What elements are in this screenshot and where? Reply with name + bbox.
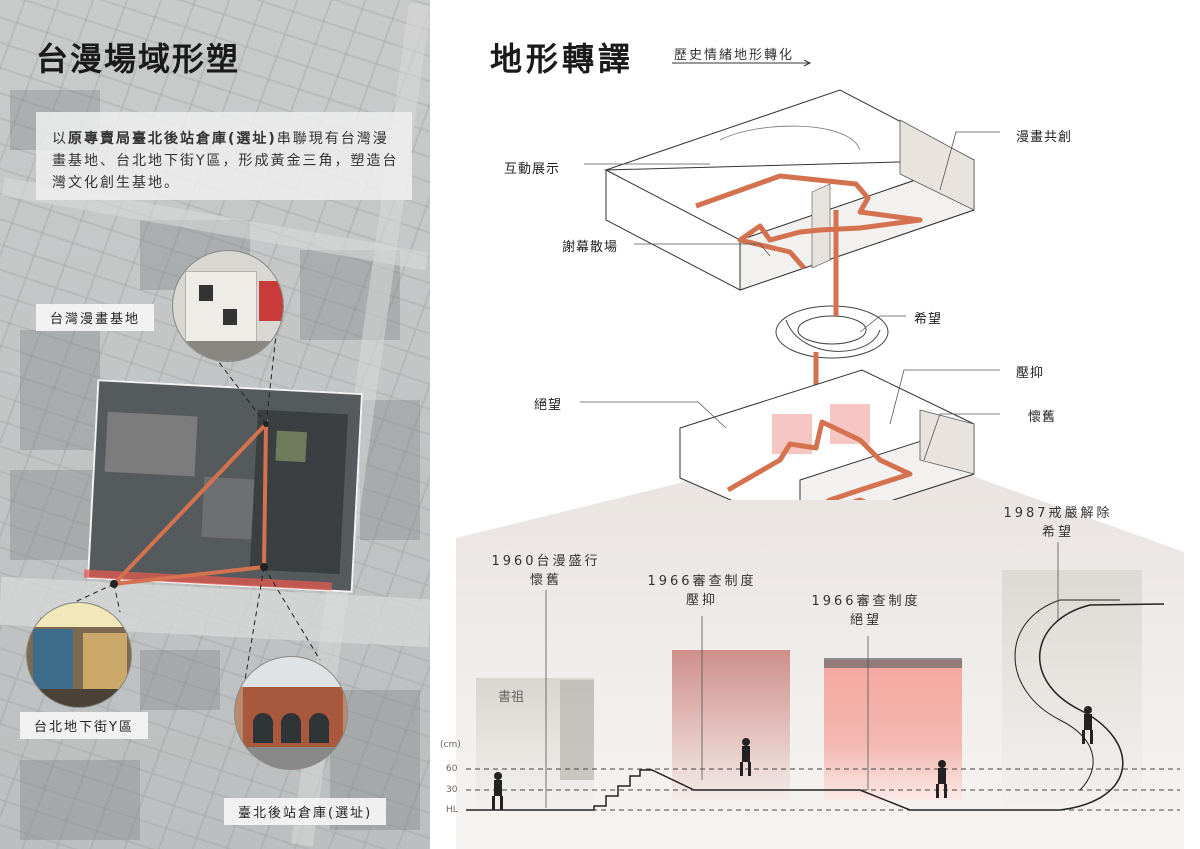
section-emotion: 絕望 <box>849 613 882 628</box>
subtitle-arrow <box>672 60 812 67</box>
lower-wall <box>919 409 975 475</box>
intro-text: 以原專賣局臺北後站倉庫(選址)串聯現有台灣漫畫基地、台北地下街Y區，形成黃金三角… <box>52 128 402 194</box>
page-title: 台漫場域形塑 <box>36 40 241 78</box>
axis-30: 30 <box>446 785 458 795</box>
section-label-1960: 1960台漫盛行 懷舊 <box>486 550 606 588</box>
sign <box>259 281 283 321</box>
triangle-route <box>108 418 269 587</box>
leader-oppression <box>889 369 1000 425</box>
upper-wall <box>899 119 975 211</box>
figure <box>740 738 751 776</box>
label-warehouse: 臺北後站倉庫(選址) <box>224 798 387 825</box>
leader-line <box>113 583 121 613</box>
annotation-interactive: 互動展示 <box>504 162 561 177</box>
terrain-section-line <box>466 769 1060 811</box>
annotation-nostalgia: 懷舊 <box>1028 410 1057 425</box>
section-emotion: 希望 <box>1041 525 1074 540</box>
spiral-ramp-inner <box>797 315 867 345</box>
leader-nostalgia <box>923 413 1000 461</box>
leader-line <box>195 331 267 425</box>
axis-60: 60 <box>446 764 458 774</box>
leader-line <box>244 566 265 681</box>
window <box>223 309 237 325</box>
annotation-despair: 絕望 <box>534 398 563 413</box>
city-block <box>140 650 220 710</box>
section-label-1966b: 1966審查制度 絕望 <box>806 590 926 628</box>
arch <box>281 713 301 743</box>
ground <box>235 747 347 769</box>
section-label-1987: 1987戒嚴解除 希望 <box>996 502 1120 540</box>
leader-line <box>263 566 321 661</box>
section-year: 1987戒嚴解除 <box>1003 506 1113 521</box>
spiral-ramp-under <box>785 319 881 352</box>
figure <box>1082 706 1093 744</box>
arch <box>309 713 329 743</box>
photo-warehouse <box>234 656 348 770</box>
city-block <box>20 760 140 840</box>
photo-comic-base <box>172 250 284 362</box>
annotation-oppression: 壓抑 <box>1016 366 1045 381</box>
sky <box>235 657 347 687</box>
upper-partition <box>811 183 831 269</box>
annotation-hope: 希望 <box>914 312 943 327</box>
label-underground-y: 台北地下街Y區 <box>20 712 148 739</box>
annotation-co-creation: 漫畫共創 <box>1016 130 1073 145</box>
city-block <box>20 330 100 450</box>
bookshelf <box>560 680 594 780</box>
intro-text-part: 串聯現有台灣漫畫基地、台北地下街Y區，形成黃金三角，塑造台灣文化創生基地。 <box>52 131 399 191</box>
section-year: 1966審查制度 <box>647 574 757 589</box>
section-emotion: 懷舊 <box>529 573 562 588</box>
intro-box: 以原專賣局臺北後站倉庫(選址)串聯現有台灣漫畫基地、台北地下街Y區，形成黃金三角… <box>36 112 412 200</box>
intro-text-part: 以 <box>52 131 68 147</box>
leader-hope <box>859 315 906 333</box>
annotation-curtain: 謝幕散場 <box>562 240 619 255</box>
arch <box>253 713 273 743</box>
figure <box>936 760 947 798</box>
spiral-ramp-outer <box>775 305 889 359</box>
section-year: 1960台漫盛行 <box>491 554 601 569</box>
upper-curved-wall <box>719 125 861 151</box>
section-year: 1966審查制度 <box>811 594 921 609</box>
spiral-outer <box>1039 603 1165 811</box>
section-title: 地形轉譯 <box>490 40 635 78</box>
axis-hl: HL <box>446 805 458 815</box>
red-room-ceiling <box>824 658 962 668</box>
section-subtitle: 歷史情緒地形轉化 <box>674 48 795 63</box>
shop-front <box>83 633 127 689</box>
spiral-inner <box>1014 599 1120 791</box>
axonometric-diagram <box>580 89 1000 500</box>
ceiling-lights <box>27 603 131 627</box>
leader-co-creation <box>939 131 1000 191</box>
leader-curtain <box>634 243 771 257</box>
route-lower <box>726 419 913 500</box>
axis-unit: (cm) <box>440 740 461 750</box>
section-label-1966a: 1966審查制度 壓抑 <box>642 570 762 608</box>
shop-front <box>33 629 73 689</box>
window <box>199 285 213 301</box>
section-emotion: 壓抑 <box>685 593 718 608</box>
floor <box>27 689 131 707</box>
route-upper <box>695 173 923 270</box>
city-block <box>10 470 100 560</box>
curtain-scene <box>672 650 790 800</box>
leader-despair <box>580 401 727 429</box>
bookstore-sign: 書祖 <box>498 690 525 705</box>
figure <box>492 772 503 810</box>
photo-underground <box>26 602 132 708</box>
label-comic-base: 台灣漫畫基地 <box>36 304 155 331</box>
intro-text-bold: 原專賣局臺北後站倉庫(選址) <box>68 131 277 147</box>
building-facade <box>185 271 257 353</box>
section-background <box>456 470 1184 849</box>
ground <box>173 341 283 361</box>
